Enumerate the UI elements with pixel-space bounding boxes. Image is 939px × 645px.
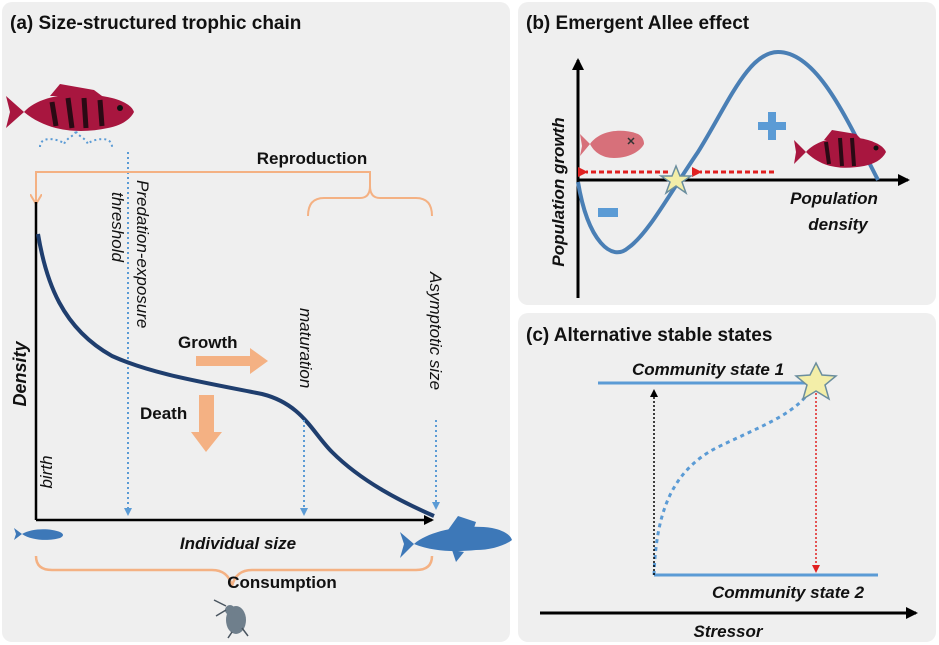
red-fish-icon (794, 130, 886, 168)
consumption-label: Consumption (227, 573, 337, 592)
zooplankton-icon (213, 599, 249, 639)
panel-a-title: (a) Size-structured trophic chain (10, 13, 302, 34)
star-icon (794, 361, 838, 401)
individual-size-axis-label: Individual size (180, 534, 296, 553)
minus-icon (598, 208, 618, 217)
panel-c-title: (c) Alternative stable states (526, 325, 773, 346)
panel-size-structured-trophic-chain: (a) Size-structured trophic chain (2, 2, 512, 642)
asymptotic-size-label: Asymptotic size (426, 271, 445, 390)
panel-b-diagram: Population growth Population density (549, 49, 910, 298)
panel-a-diagram: Reproduction Growth Death Predation-expo… (6, 84, 512, 639)
red-fish-icon (6, 84, 134, 131)
growth-label: Growth (178, 333, 238, 352)
panel-alternative-stable-states: (c) Alternative stable states Community … (518, 313, 936, 642)
maturation-label: maturation (296, 308, 315, 388)
panel-emergent-allee-effect: (b) Emergent Allee effect Population gro… (518, 2, 936, 305)
panel-c-diagram: Community state 1 Community state 2 Stre… (540, 360, 918, 641)
population-density-label-2: density (808, 215, 869, 234)
birth-label: birth (37, 455, 56, 488)
death-label: Death (140, 404, 187, 423)
community-state-2-label: Community state 2 (712, 583, 865, 602)
community-state-1-label: Community state 1 (632, 360, 784, 379)
threshold-label: threshold (108, 192, 127, 262)
population-growth-axis-label: Population growth (549, 117, 568, 266)
blue-fish-icon (14, 528, 63, 540)
population-density-label-1: Population (790, 189, 878, 208)
star-icon (658, 163, 694, 195)
reproduction-label: Reproduction (257, 149, 368, 168)
dead-fish-icon (580, 130, 644, 158)
panel-b-title: (b) Emergent Allee effect (526, 13, 750, 34)
density-axis-label: Density (10, 341, 30, 407)
predation-exposure-label: Predation-exposure (133, 180, 152, 328)
blue-fish-icon (400, 516, 512, 562)
plus-icon (758, 112, 786, 140)
stressor-axis-label: Stressor (694, 622, 764, 641)
